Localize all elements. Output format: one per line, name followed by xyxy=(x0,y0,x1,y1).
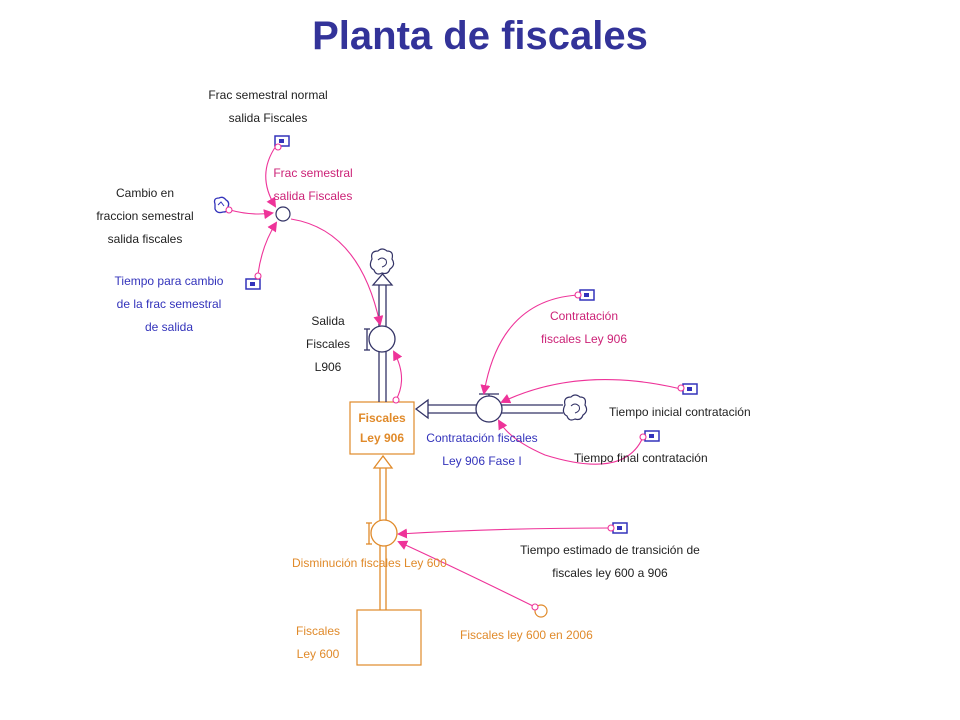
valve-disminucion-icon[interactable] xyxy=(366,519,398,547)
link-tiempo-estimado xyxy=(397,527,612,539)
link-tiempo-final xyxy=(497,419,644,465)
stock-fiscales-ley-906[interactable] xyxy=(349,401,415,455)
label-tiempo-inicial: Tiempo inicial contratación xyxy=(609,405,751,419)
link-contratacion-ley xyxy=(480,294,579,395)
constant-tiempo-cambio-icon[interactable] xyxy=(245,278,261,290)
cloud-sink-icon xyxy=(369,248,395,275)
constant-contratacion-ley-icon[interactable] xyxy=(579,289,595,301)
link-tiempo-cambio xyxy=(257,221,278,275)
cloud-source-icon xyxy=(562,394,588,421)
page-title: Planta de fiscales xyxy=(312,14,648,58)
valve-salida-icon[interactable] xyxy=(364,325,396,353)
constant-tiempo-final-icon[interactable] xyxy=(644,430,660,442)
constant-tiempo-estimado-icon[interactable] xyxy=(612,522,628,534)
auxiliary-frac-semestral-icon[interactable] xyxy=(275,206,291,222)
link-tiempo-inicial xyxy=(500,379,682,404)
link-stock-to-salida xyxy=(393,350,403,401)
label-fiscales-2006: Fiscales ley 600 en 2006 xyxy=(460,628,593,642)
constant-tiempo-inicial-icon[interactable] xyxy=(682,383,698,395)
label-tiempo-final: Tiempo final contratación xyxy=(574,451,708,465)
constant-frac-normal-icon[interactable] xyxy=(274,135,290,147)
link-frac-to-salida xyxy=(290,218,384,326)
valve-contratacion-icon[interactable] xyxy=(475,393,503,423)
lookup-cambio-icon[interactable] xyxy=(213,196,230,214)
label-disminucion: Disminución fiscales Ley 600 xyxy=(292,556,447,570)
link-cambio xyxy=(229,209,274,220)
stock-fiscales-ley-600[interactable] xyxy=(356,609,422,666)
link-fiscales-2006 xyxy=(397,540,536,608)
link-frac-normal xyxy=(265,145,277,208)
